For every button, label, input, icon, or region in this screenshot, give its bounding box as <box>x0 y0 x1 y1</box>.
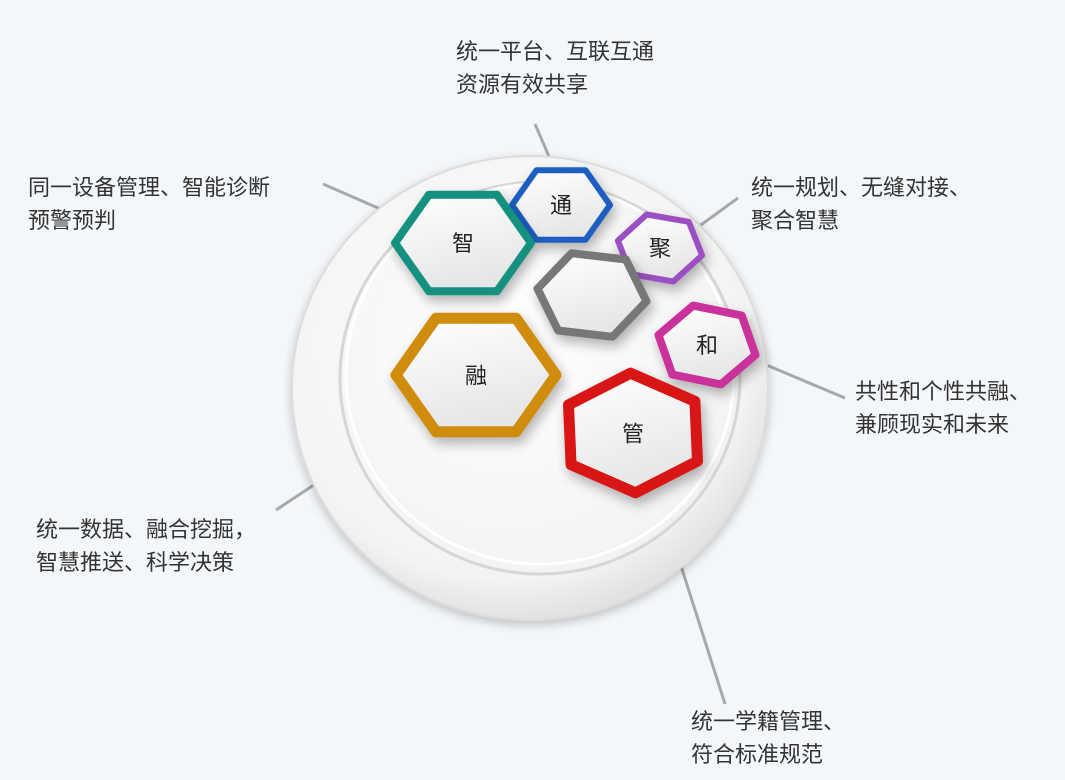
caption-tong: 统一平台、互联互通 资源有效共享 <box>456 36 654 102</box>
hexagon-purple-icon <box>614 211 706 285</box>
caption-he: 共性和个性共融、 兼顾现实和未来 <box>855 376 1031 442</box>
caption-ju: 统一规划、无缝对接、 聚合智慧 <box>751 172 971 238</box>
caption-he-line1: 共性和个性共融、 <box>855 380 1032 405</box>
hexagon-blue-icon <box>509 167 613 243</box>
hex-zhi: 智 <box>391 190 535 296</box>
caption-ju-line1: 统一规划、无缝对接、 <box>751 176 972 201</box>
hex-zhi-label: 智 <box>452 232 474 257</box>
hex-ju: 聚 <box>614 211 706 285</box>
caption-guan-line2: 符合标准规范 <box>691 743 824 768</box>
hex-rong-label: 融 <box>465 365 487 390</box>
hex-rong: 融 <box>390 312 562 438</box>
caption-tong-line2: 资源有效共享 <box>456 73 589 98</box>
caption-zhi-line2: 预警预判 <box>28 209 117 234</box>
hex-ju-label: 聚 <box>649 237 671 262</box>
caption-tong-line1: 统一平台、互联互通 <box>456 40 655 65</box>
caption-zhi: 同一设备管理、智能诊断 预警预判 <box>28 172 270 238</box>
hex-tong: 通 <box>509 167 613 243</box>
hexagon-magenta-icon <box>654 301 760 389</box>
hex-guan-label: 管 <box>622 423 644 448</box>
hex-he: 和 <box>654 301 760 389</box>
hex-tong-label: 通 <box>550 194 572 219</box>
hexagon-red-icon <box>563 367 703 499</box>
caption-zhi-line1: 同一设备管理、智能诊断 <box>28 176 271 201</box>
hex-guan: 管 <box>563 367 703 499</box>
caption-guan: 统一学籍管理、 符合标准规范 <box>691 706 845 772</box>
hex-he-label: 和 <box>696 334 718 359</box>
caption-rong-line1: 统一数据、融合挖掘， <box>36 518 257 543</box>
caption-he-line2: 兼顾现实和未来 <box>855 413 1010 438</box>
hex-center <box>533 249 651 341</box>
caption-ju-line2: 聚合智慧 <box>751 209 840 234</box>
hexagon-gold-icon <box>390 312 562 438</box>
hexagon-teal-icon <box>391 190 535 296</box>
caption-rong-line2: 智慧推送、科学决策 <box>36 551 235 576</box>
caption-guan-line1: 统一学籍管理、 <box>691 710 846 735</box>
hexagon-gray-icon <box>533 249 651 341</box>
caption-rong: 统一数据、融合挖掘， 智慧推送、科学决策 <box>36 514 256 580</box>
